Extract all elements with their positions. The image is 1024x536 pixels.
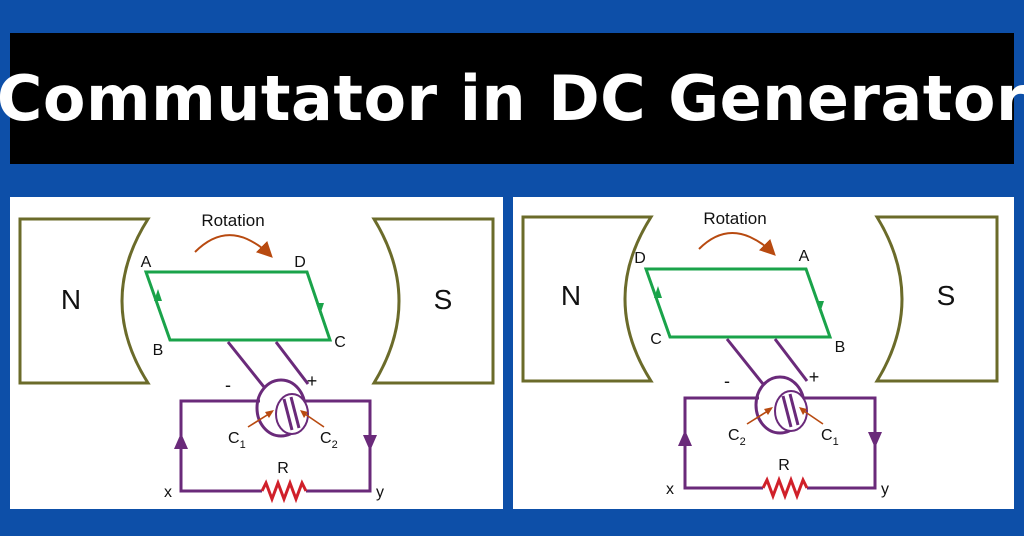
commutator bbox=[255, 378, 309, 438]
brush-right-subscript: 2 bbox=[332, 439, 338, 451]
brush-right-subscript: 1 bbox=[833, 436, 839, 448]
north-magnet bbox=[18, 217, 151, 385]
dc-generator-diagram-1: N S Rotation A D B C - + C1 C2 bbox=[18, 211, 495, 504]
dc-generator-diagram-2: N S Rotation D A C B - + C2 C1 R x y bbox=[521, 209, 999, 501]
coil-arrow-up bbox=[654, 286, 662, 298]
rotation-arrow bbox=[698, 232, 776, 256]
coil-corner-top-right: D bbox=[294, 254, 306, 271]
diagram-panel-left: N S Rotation A D B C - + C1 C2 bbox=[10, 197, 503, 509]
rotation-arrow bbox=[194, 234, 273, 258]
circuit-arrow-up bbox=[174, 433, 188, 449]
south-pole-label: S bbox=[434, 284, 453, 315]
title-banner: Commutator in DC Generator bbox=[0, 33, 1024, 164]
coil-corner-top-right: A bbox=[799, 248, 810, 265]
circuit-arrow-down bbox=[363, 435, 377, 451]
diagram-panel-right: N S Rotation D A C B - + C2 C1 R x y bbox=[513, 197, 1014, 509]
south-pole-label: S bbox=[937, 280, 956, 311]
coil-corner-bottom-left: C bbox=[650, 331, 662, 348]
circuit-arrow-up bbox=[678, 430, 692, 446]
minus-label: - bbox=[225, 375, 231, 395]
resistor-label: R bbox=[277, 460, 289, 477]
brush-left-arrowhead bbox=[764, 407, 773, 415]
coil-arrow-down bbox=[316, 303, 324, 315]
coil-corner-bottom-right: C bbox=[334, 334, 346, 351]
coil-corner-bottom-right: B bbox=[835, 339, 846, 356]
brush-left-label: C2 bbox=[728, 427, 746, 448]
terminal-y-label: y bbox=[881, 481, 889, 498]
plus-label: + bbox=[809, 367, 820, 387]
brush-left-subscript: 2 bbox=[740, 436, 746, 448]
terminal-y-label: y bbox=[376, 484, 384, 501]
north-magnet bbox=[521, 215, 654, 383]
resistor bbox=[260, 478, 308, 504]
minus-label: - bbox=[724, 371, 730, 391]
armature-coil bbox=[643, 267, 833, 339]
brush-right-arrowhead bbox=[799, 407, 807, 415]
resistor bbox=[761, 475, 809, 501]
armature-coil bbox=[143, 270, 333, 342]
coil-corner-bottom-left: B bbox=[153, 342, 164, 359]
north-pole-label: N bbox=[561, 280, 581, 311]
rotation-label: Rotation bbox=[703, 209, 766, 228]
coil-corner-top-left: D bbox=[634, 250, 646, 267]
page-title: Commutator in DC Generator bbox=[0, 62, 1024, 135]
coil-arrow-down bbox=[816, 301, 824, 313]
shaft-line-left bbox=[226, 341, 270, 393]
shaft-line-right bbox=[274, 341, 310, 385]
rotation-label: Rotation bbox=[201, 211, 264, 230]
brush-right-label: C2 bbox=[320, 430, 338, 451]
shaft-line-right bbox=[773, 338, 809, 382]
terminal-x-label: x bbox=[666, 481, 674, 498]
resistor-label: R bbox=[778, 457, 790, 474]
south-magnet bbox=[371, 217, 495, 385]
plus-label: + bbox=[307, 371, 318, 391]
south-magnet bbox=[874, 215, 999, 383]
brush-left-subscript: 1 bbox=[240, 439, 246, 451]
circuit-arrow-down bbox=[868, 432, 882, 448]
brush-left-arrowhead bbox=[265, 410, 274, 418]
brush-right-label: C1 bbox=[821, 427, 839, 448]
shaft-line-left bbox=[725, 338, 769, 390]
coil-corner-top-left: A bbox=[141, 254, 152, 271]
commutator bbox=[754, 375, 808, 435]
terminal-x-label: x bbox=[164, 484, 172, 501]
coil-arrow-up bbox=[154, 289, 162, 301]
brush-right-arrowhead bbox=[300, 410, 308, 418]
north-pole-label: N bbox=[61, 284, 81, 315]
brush-left-label: C1 bbox=[228, 430, 246, 451]
